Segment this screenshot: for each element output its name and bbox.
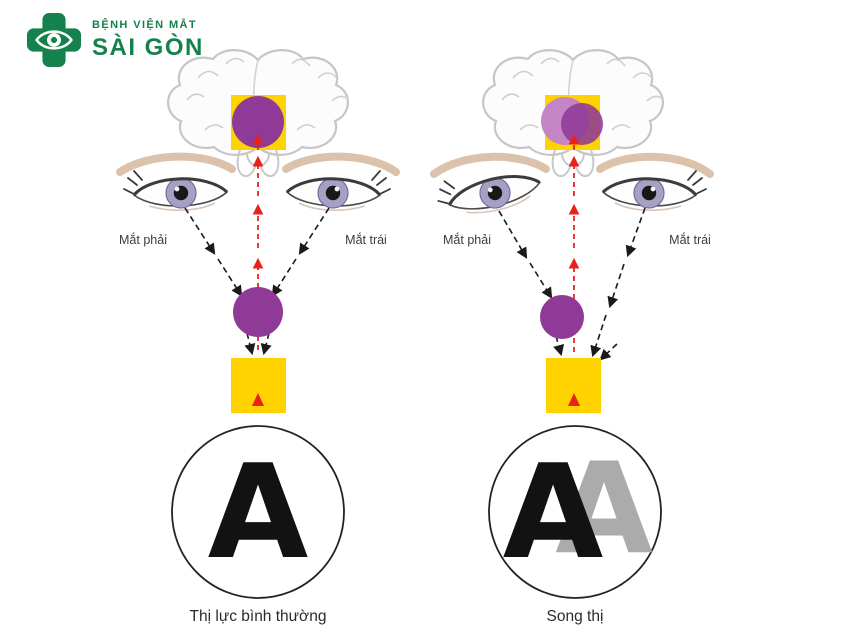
- caption-normal-vision: Thị lực bình thường: [189, 608, 327, 625]
- hospital-name-line2: SÀI GÒN: [92, 33, 204, 61]
- double-vision-panel: A A: [430, 49, 714, 599]
- normal-vision-panel: A: [116, 49, 400, 599]
- sight-lines: [184, 207, 330, 356]
- hospital-name-line1: BỆNH VIỆN MẮT: [92, 18, 197, 31]
- left-eyebrow: [596, 152, 714, 178]
- left-eye-label-diplopia: Mắt trái: [669, 233, 711, 247]
- hospital-logo: BỆNH VIỆN MẮT SÀI GÒN: [26, 12, 204, 68]
- perceived-letter: A: [503, 436, 604, 588]
- logo-eye-outline: [35, 30, 73, 50]
- deviated-right-eye: [433, 160, 546, 224]
- perceived-image-circle: [171, 425, 345, 599]
- right-eye-label-diplopia: Mắt phải: [443, 233, 491, 247]
- left-eye-label-normal: Mắt trái: [345, 233, 387, 247]
- perceived-letter-ghost: A: [555, 435, 653, 582]
- object-circle: [233, 287, 283, 337]
- perceived-letter: A: [208, 436, 309, 588]
- perceived-image-circle: [488, 425, 662, 599]
- hospital-logo-icon: [26, 12, 82, 68]
- left-eye: [603, 171, 706, 210]
- sight-lines: [498, 207, 646, 361]
- right-eyebrow: [116, 152, 236, 176]
- left-eyebrow: [282, 152, 400, 176]
- retina-arrowhead: [568, 393, 580, 406]
- hospital-logo-text: BỆNH VIỆN MẮT SÀI GÒN: [92, 19, 204, 61]
- object-circle: [540, 295, 584, 339]
- right-eyebrow: [430, 152, 550, 178]
- left-eye: [287, 171, 390, 210]
- logo-eye-pupil-center: [50, 36, 58, 44]
- right-eye-label-normal: Mắt phải: [119, 233, 167, 247]
- caption-double-vision: Song thị: [546, 608, 604, 625]
- double-image-circle: [561, 103, 603, 145]
- retina-arrowhead: [252, 393, 264, 406]
- right-eye: [122, 169, 229, 212]
- fused-image-circle: [232, 96, 284, 148]
